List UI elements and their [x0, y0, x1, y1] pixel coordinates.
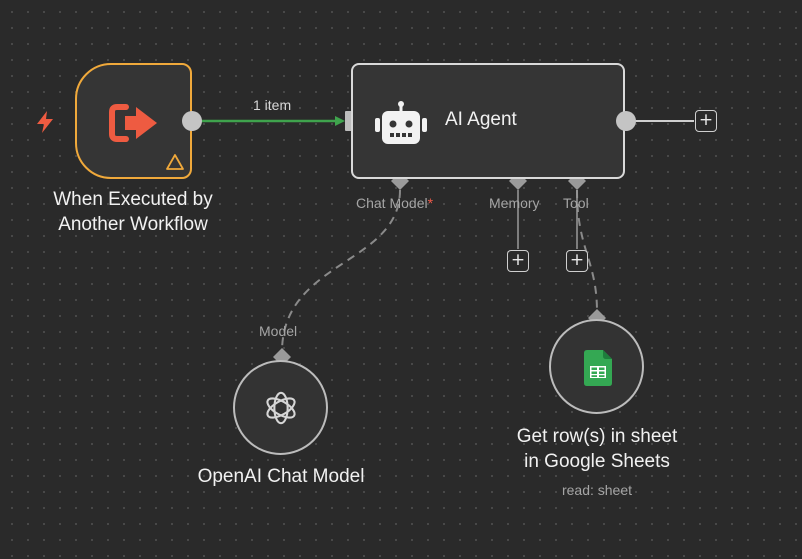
lightning-bolt-icon: [37, 111, 53, 133]
sheets-label-line2: in Google Sheets: [524, 451, 670, 472]
chat-model-input-label: Chat Model*: [356, 195, 433, 211]
sign-out-arrow-icon: [109, 104, 157, 142]
trigger-label-line1: When Executed by: [53, 189, 213, 210]
google-sheets-node-label: Get row(s) in sheet in Google Sheets: [487, 424, 707, 474]
openai-icon: [266, 391, 296, 425]
robot-icon: [375, 101, 427, 144]
chat-model-label-text: Chat Model: [356, 195, 428, 211]
google-sheets-icon: [584, 350, 612, 386]
trigger-label-line2: Another Workflow: [58, 214, 208, 235]
ai-agent-node[interactable]: AI Agent: [351, 63, 625, 179]
tool-input-label: Tool: [563, 195, 589, 211]
add-node-after-agent-button[interactable]: +: [695, 110, 717, 132]
agent-input-handle[interactable]: [345, 111, 355, 131]
add-memory-button[interactable]: +: [507, 250, 529, 272]
openai-node-label: OpenAI Chat Model: [197, 466, 365, 487]
agent-output-handle[interactable]: [616, 111, 636, 131]
add-tool-button[interactable]: +: [566, 250, 588, 272]
required-marker: *: [427, 195, 434, 211]
edge-tool-to-sheets[interactable]: [576, 189, 598, 313]
memory-input-label: Memory: [489, 195, 540, 211]
sheets-label-line1: Get row(s) in sheet: [516, 426, 678, 447]
trigger-label: When Executed by Another Workflow: [33, 187, 233, 237]
edge-item-count: 1 item: [253, 97, 292, 113]
warning-triangle-icon: [166, 154, 184, 170]
edge-arrowhead: [335, 116, 345, 126]
trigger-node[interactable]: [75, 63, 192, 179]
openai-model-port-label: Model: [259, 323, 298, 339]
edge-chat-model-to-openai[interactable]: [281, 189, 401, 353]
google-sheets-subtitle: read: sheet: [561, 482, 633, 498]
ai-agent-title: AI Agent: [445, 109, 517, 130]
openai-chat-model-node[interactable]: [233, 360, 328, 455]
google-sheets-node[interactable]: [549, 319, 644, 414]
trigger-output-handle[interactable]: [182, 111, 202, 131]
